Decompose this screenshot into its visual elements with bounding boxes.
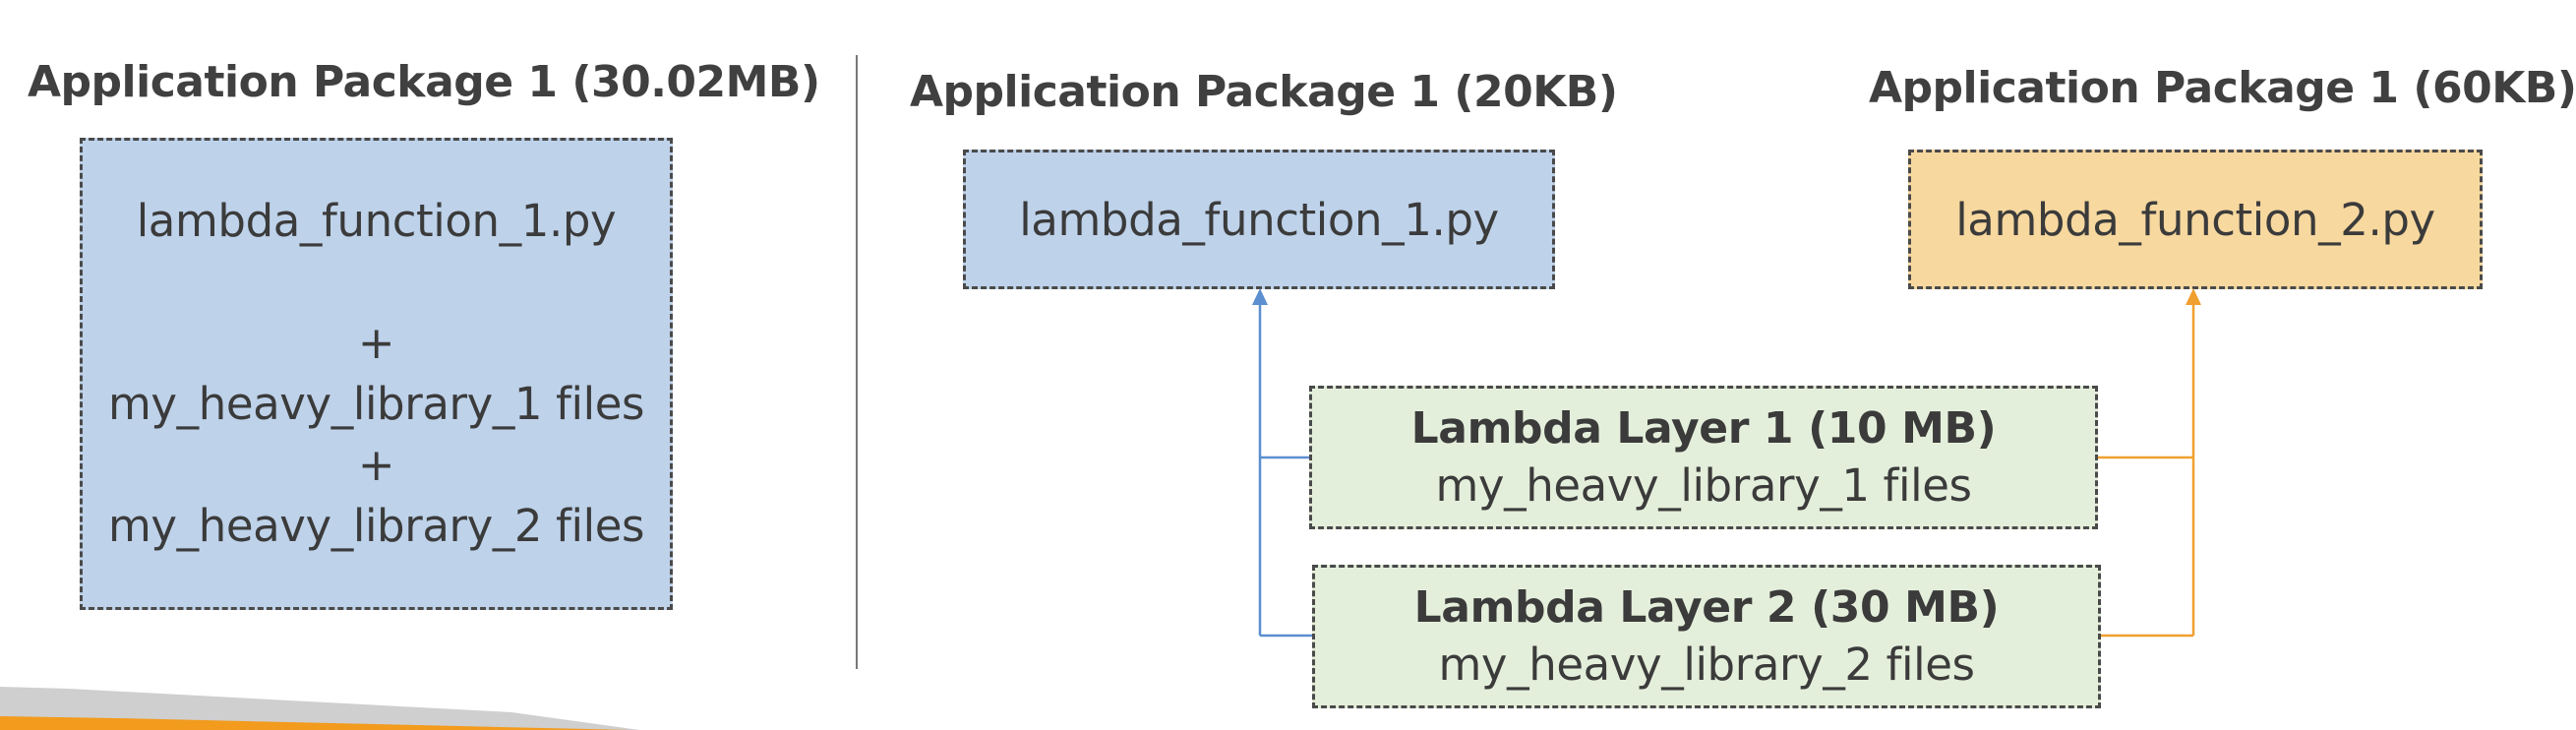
lambda-layer-1-files: my_heavy_library_1 files [1435,459,1972,512]
left-package-box: lambda_function_1.py + my_heavy_library_… [80,138,673,610]
blue-arrowhead [1252,288,1268,305]
lambda-layer-1-title: Lambda Layer 1 (10 MB) [1410,403,1997,454]
lambda-layer-2-box: Lambda Layer 2 (30 MB) my_heavy_library_… [1312,565,2101,708]
lambda-layer-2-title: Lambda Layer 2 (30 MB) [1413,582,2000,633]
orange-arrowhead [2186,288,2201,305]
lambda-layer-1-box: Lambda Layer 1 (10 MB) my_heavy_library_… [1309,386,2098,529]
left-file-line: lambda_function_1.py [136,195,617,247]
package-2-heading: Application Package 1 (60KB) [1869,63,2576,113]
package-1-box: lambda_function_1.py [963,150,1555,289]
package-2-box: lambda_function_2.py [1908,150,2483,289]
package-1-heading: Application Package 1 (20KB) [910,67,1618,117]
left-package-heading: Application Package 1 (30.02MB) [28,57,820,107]
left-plus-line: + [357,439,395,491]
left-library-2-line: my_heavy_library_2 files [107,500,645,552]
orange-connector-group [2098,288,2201,638]
left-library-1-line: my_heavy_library_1 files [107,378,645,430]
footer-orange-band [0,716,629,730]
connector-lines [1252,288,2201,638]
package-1-file: lambda_function_1.py [1019,193,1499,246]
package-2-file: lambda_function_2.py [1955,193,2435,246]
vertical-divider [856,55,858,669]
lambda-layer-2-files: my_heavy_library_2 files [1438,639,1975,691]
footer-swoosh [0,687,639,730]
left-plus-line: + [357,317,395,369]
blue-connector-group [1252,288,1312,638]
